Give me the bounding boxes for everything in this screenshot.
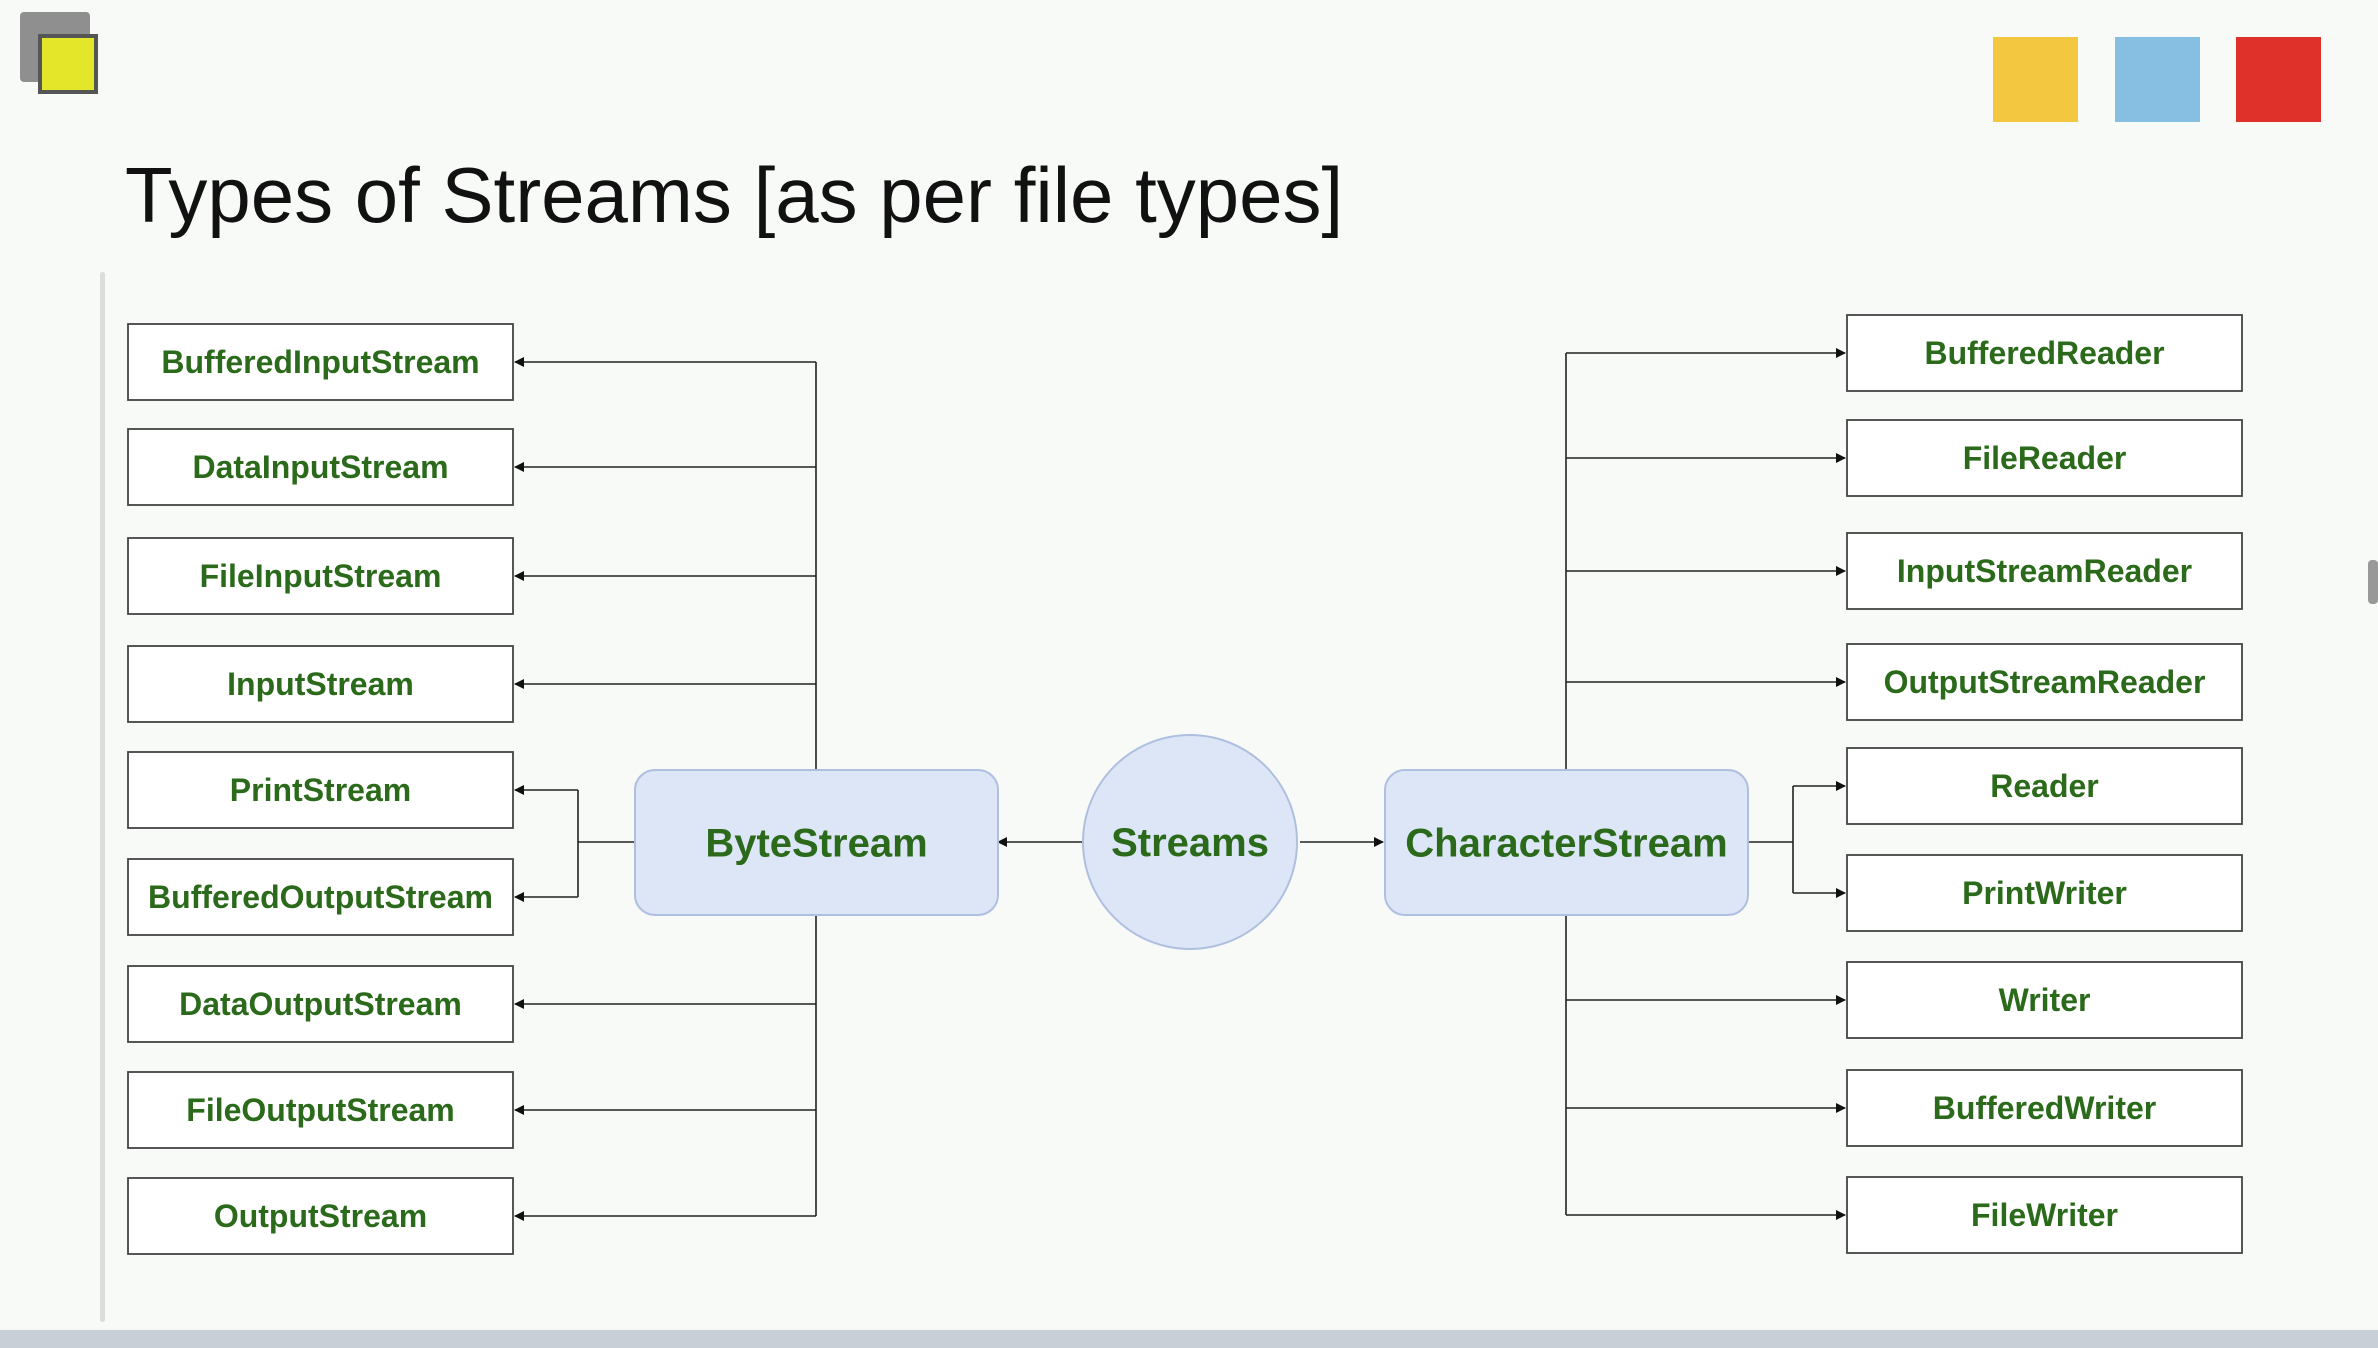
char-child-print-writer[interactable]: PrintWriter <box>1846 854 2243 932</box>
char-child-buffered-reader-label: BufferedReader <box>1924 335 2164 371</box>
connector-lines <box>514 348 1846 1221</box>
scrollbar-handle[interactable] <box>2368 560 2378 604</box>
char-child-print-writer-box <box>1846 854 2243 932</box>
slide-thumbnail-icon[interactable] <box>20 12 98 94</box>
bytestream-node-label: ByteStream <box>705 822 927 866</box>
byte-child-buffered-input-stream[interactable]: BufferedInputStream <box>127 323 514 401</box>
left-divider <box>100 272 105 1322</box>
byte-child-file-input-stream[interactable]: FileInputStream <box>127 537 514 615</box>
byte-child-data-output-stream[interactable]: DataOutputStream <box>127 965 514 1043</box>
byte-child-file-output-stream[interactable]: FileOutputStream <box>127 1071 514 1149</box>
page-title: Types of Streams [as per file types] <box>125 151 1344 239</box>
char-child-writer[interactable]: Writer <box>1846 961 2243 1039</box>
char-child-writer-box <box>1846 961 2243 1039</box>
byte-child-file-input-stream-box <box>127 537 514 615</box>
char-child-file-reader[interactable]: FileReader <box>1846 419 2243 497</box>
diagram-nodes: BufferedInputStreamDataInputStreamFileIn… <box>127 314 2243 1255</box>
char-child-buffered-reader[interactable]: BufferedReader <box>1846 314 2243 392</box>
byte-child-data-input-stream[interactable]: DataInputStream <box>127 428 514 506</box>
bytestream-node[interactable]: ByteStream <box>634 769 999 916</box>
byte-child-output-stream[interactable]: OutputStream <box>127 1177 514 1255</box>
byte-child-data-output-stream-box <box>127 965 514 1043</box>
byte-child-file-output-stream-label: FileOutputStream <box>186 1092 454 1128</box>
byte-child-output-stream-box <box>127 1177 514 1255</box>
bottom-bar <box>0 1330 2378 1348</box>
byte-child-input-stream-label: InputStream <box>227 666 414 702</box>
char-child-file-writer-label: FileWriter <box>1971 1197 2118 1233</box>
char-child-buffered-writer-box <box>1846 1069 2243 1147</box>
characterstream-node[interactable]: CharacterStream <box>1384 769 1749 916</box>
bytestream-node-shape <box>634 769 999 916</box>
byte-child-print-stream[interactable]: PrintStream <box>127 751 514 829</box>
char-child-print-writer-label: PrintWriter <box>1962 875 2127 911</box>
streams-node-shape <box>1082 734 1298 950</box>
char-child-reader[interactable]: Reader <box>1846 747 2243 825</box>
characterstream-node-shape <box>1384 769 1749 916</box>
char-child-output-stream-reader-box <box>1846 643 2243 721</box>
char-child-writer-label: Writer <box>1999 982 2091 1018</box>
byte-child-buffered-input-stream-box <box>127 323 514 401</box>
blue-square <box>2115 37 2200 122</box>
byte-child-data-input-stream-box <box>127 428 514 506</box>
char-child-buffered-reader-box <box>1846 314 2243 392</box>
streams-node[interactable]: Streams <box>1082 734 1298 950</box>
byte-child-data-output-stream-label: DataOutputStream <box>179 986 462 1022</box>
char-child-file-writer-box <box>1846 1176 2243 1254</box>
red-square <box>2236 37 2321 122</box>
byte-child-print-stream-box <box>127 751 514 829</box>
byte-child-buffered-output-stream-box <box>127 858 514 936</box>
byte-child-buffered-output-stream[interactable]: BufferedOutputStream <box>127 858 514 936</box>
char-child-file-reader-label: FileReader <box>1963 440 2127 476</box>
byte-child-data-input-stream-label: DataInputStream <box>192 449 448 485</box>
byte-child-buffered-input-stream-label: BufferedInputStream <box>161 344 479 380</box>
char-child-output-stream-reader-label: OutputStreamReader <box>1884 664 2206 700</box>
byte-child-file-output-stream-box <box>127 1071 514 1149</box>
char-child-input-stream-reader-box <box>1846 532 2243 610</box>
char-child-output-stream-reader[interactable]: OutputStreamReader <box>1846 643 2243 721</box>
char-child-file-writer[interactable]: FileWriter <box>1846 1176 2243 1254</box>
byte-child-print-stream-label: PrintStream <box>230 772 411 808</box>
byte-child-file-input-stream-label: FileInputStream <box>200 558 442 594</box>
byte-child-buffered-output-stream-label: BufferedOutputStream <box>148 879 493 915</box>
byte-child-output-stream-label: OutputStream <box>214 1198 427 1234</box>
char-child-buffered-writer-label: BufferedWriter <box>1933 1090 2156 1126</box>
char-child-file-reader-box <box>1846 419 2243 497</box>
char-child-reader-label: Reader <box>1990 768 2099 804</box>
char-child-reader-box <box>1846 747 2243 825</box>
char-child-buffered-writer[interactable]: BufferedWriter <box>1846 1069 2243 1147</box>
byte-child-input-stream-box <box>127 645 514 723</box>
thumbnail-inner-icon <box>38 34 98 94</box>
byte-child-input-stream[interactable]: InputStream <box>127 645 514 723</box>
characterstream-node-label: CharacterStream <box>1405 822 1727 866</box>
char-child-input-stream-reader[interactable]: InputStreamReader <box>1846 532 2243 610</box>
char-child-input-stream-reader-label: InputStreamReader <box>1897 553 2192 589</box>
yellow-square <box>1993 37 2078 122</box>
streams-node-label: Streams <box>1111 821 1269 865</box>
